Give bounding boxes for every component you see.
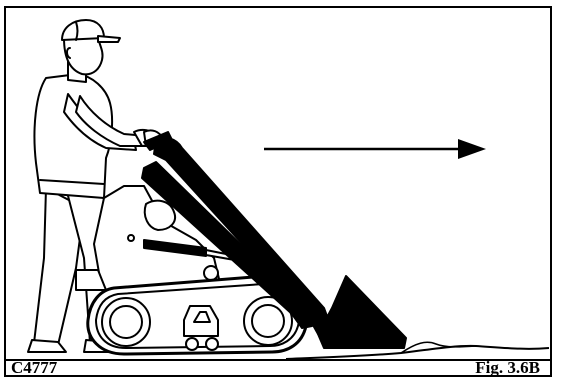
figure-code-label: C4777 bbox=[11, 360, 57, 375]
compact-loader bbox=[76, 132, 406, 354]
right-arrow-icon bbox=[264, 139, 486, 159]
track-wheel-rear bbox=[102, 298, 150, 346]
figure-number-label: Fig. 3.6B bbox=[475, 360, 540, 375]
caption-rule bbox=[6, 359, 550, 361]
bucket bbox=[318, 276, 406, 348]
figure-frame: C4777 Fig. 3.6B bbox=[4, 6, 552, 377]
loader-operation-illustration bbox=[6, 8, 549, 360]
